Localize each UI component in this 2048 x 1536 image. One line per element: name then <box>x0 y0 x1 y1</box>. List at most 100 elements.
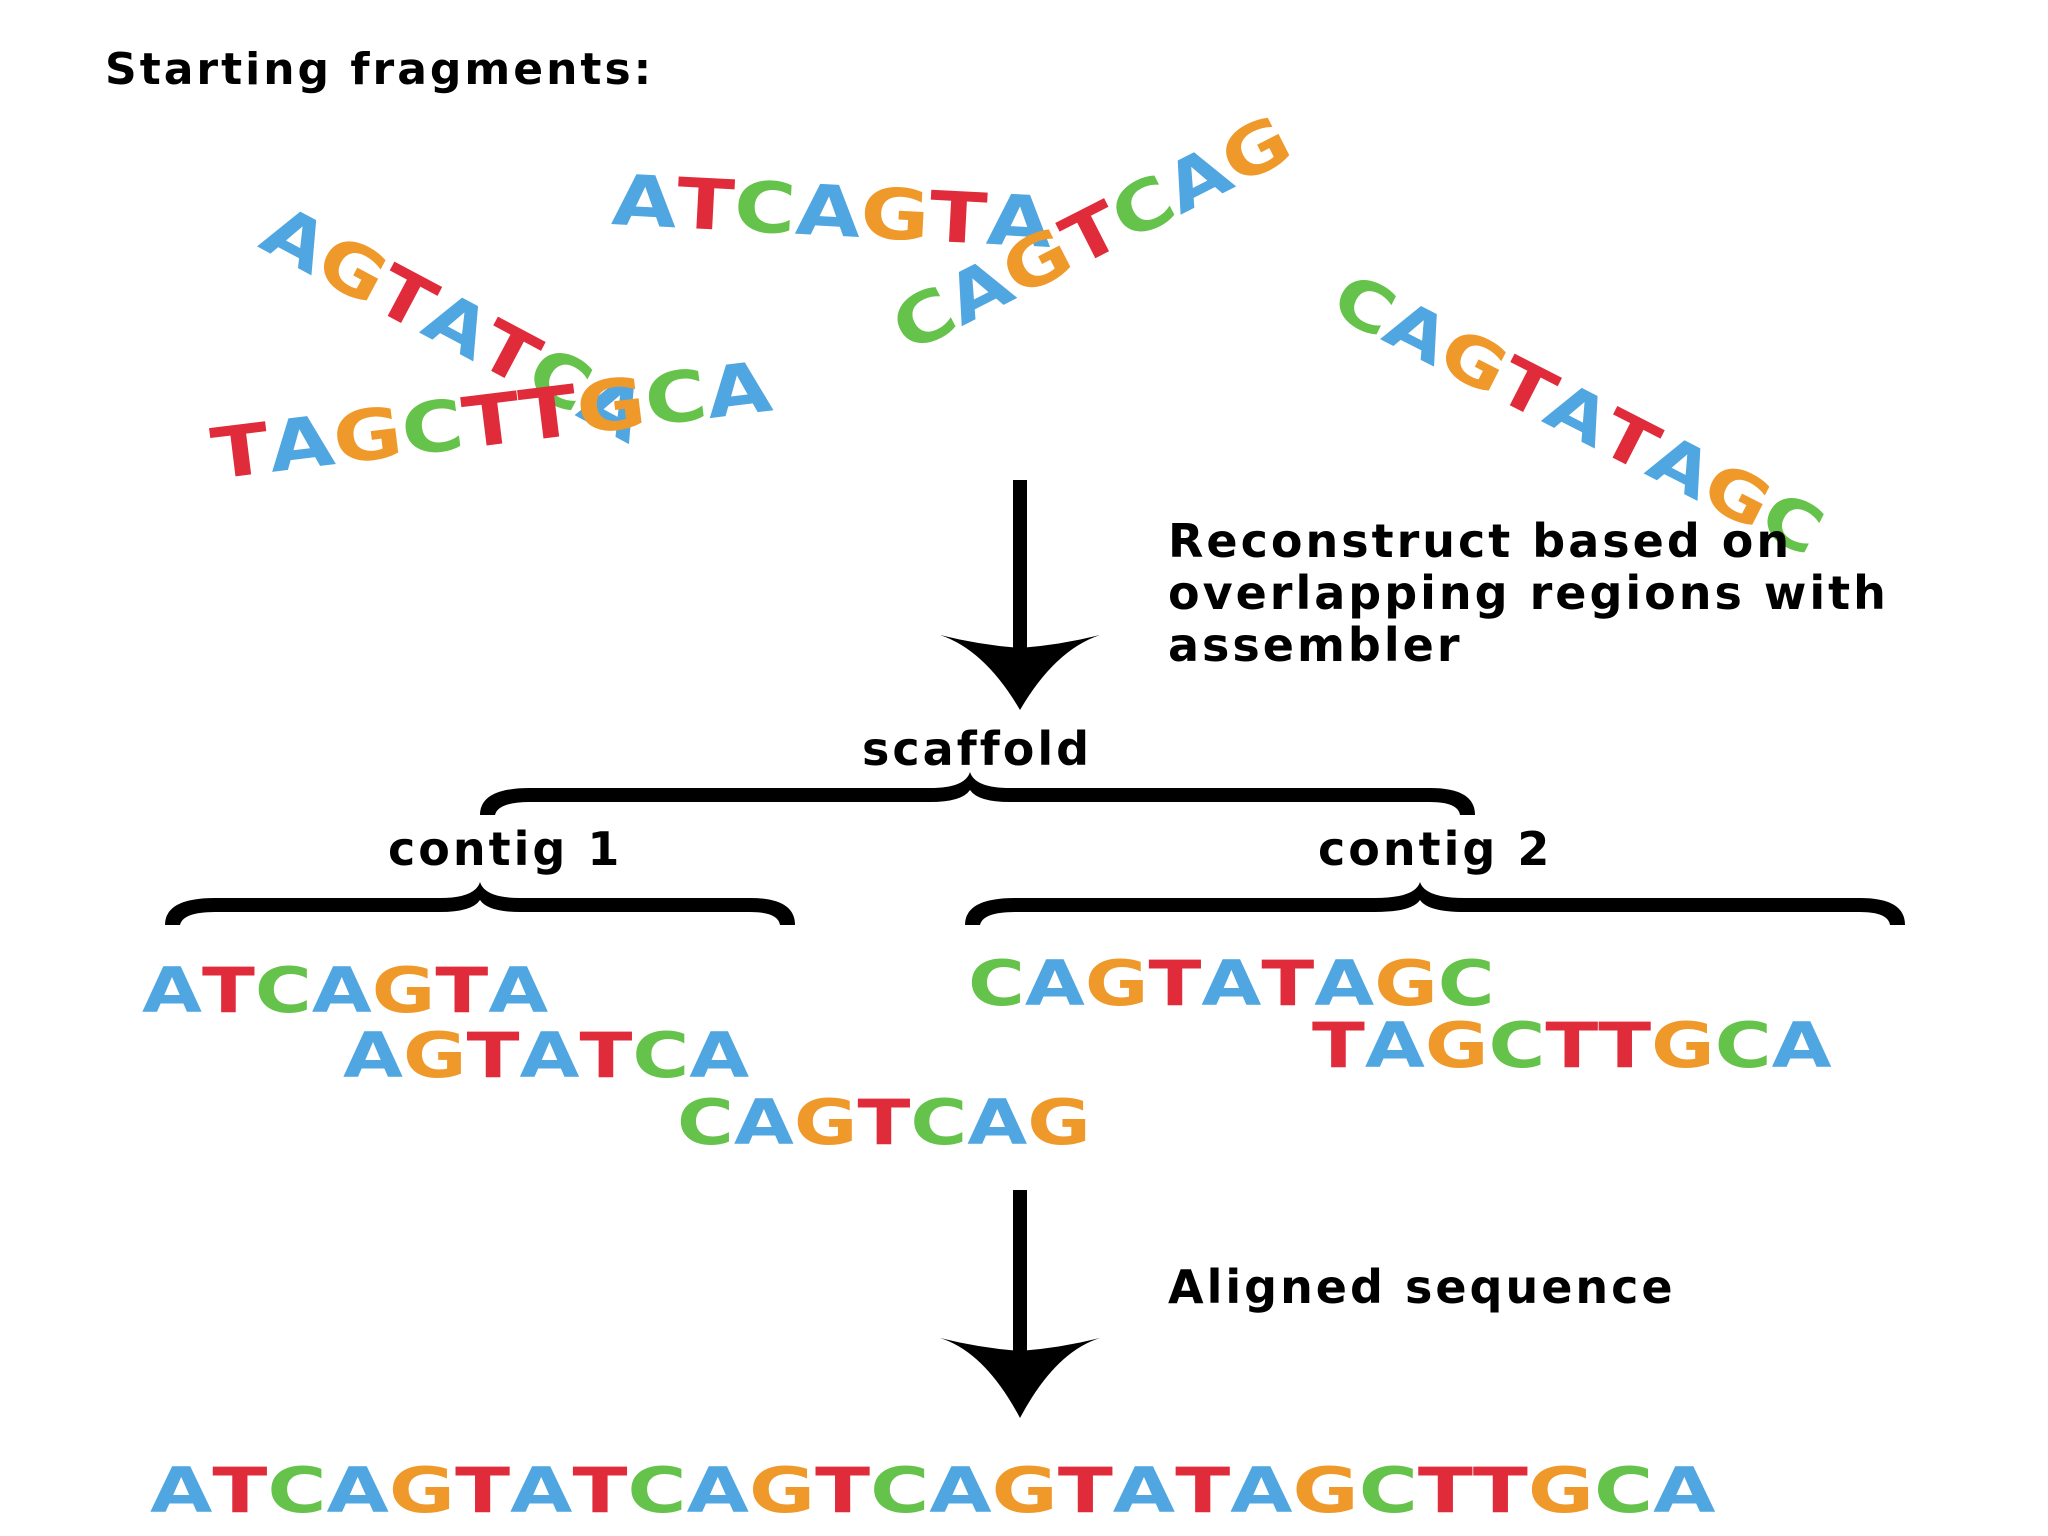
contig2-read: CAGTATAGC <box>968 953 1495 1015</box>
base-g: G <box>991 1454 1058 1527</box>
base-a: A <box>701 345 776 435</box>
base-g: G <box>1374 947 1438 1020</box>
base-c: C <box>627 1454 687 1527</box>
base-a: A <box>733 1086 794 1159</box>
base-c: C <box>1594 1454 1654 1527</box>
base-g: G <box>371 954 436 1027</box>
contig1-read: ATCAGTA <box>142 960 548 1022</box>
base-c: C <box>640 353 712 443</box>
base-a: A <box>1112 1454 1176 1527</box>
base-c: C <box>910 1086 968 1159</box>
base-c: C <box>396 383 469 473</box>
base-a: A <box>609 159 680 245</box>
base-g: G <box>793 1086 858 1159</box>
base-c: C <box>1714 1009 1772 1082</box>
base-c: C <box>870 1454 930 1527</box>
contig2-read: TAGCTTGCA <box>1312 1015 1832 1077</box>
base-a: A <box>1201 947 1262 1020</box>
title: Starting fragments: <box>105 44 655 95</box>
base-t: T <box>1545 1009 1599 1082</box>
aligned-sequence: ATCAGTATCAGTCAGTATAGCTTGCA <box>150 1460 1716 1522</box>
base-c: C <box>254 954 312 1027</box>
scaffold-label: scaffold <box>862 722 1093 776</box>
base-a: A <box>519 1019 580 1092</box>
base-a: A <box>311 954 372 1027</box>
base-t: T <box>1175 1454 1231 1527</box>
base-a: A <box>326 1454 389 1527</box>
base-c: C <box>1437 947 1495 1020</box>
base-t: T <box>579 1019 633 1092</box>
base-g: G <box>328 390 407 481</box>
step1-label-line2: overlapping regions with <box>1168 566 1889 620</box>
contig1-label: contig 1 <box>388 822 623 876</box>
base-g: G <box>1424 1009 1489 1082</box>
base-g: G <box>748 1454 816 1527</box>
base-c: C <box>632 1019 690 1092</box>
base-t: T <box>455 1454 511 1527</box>
contig2-label: contig 2 <box>1318 822 1553 876</box>
base-t: T <box>514 369 582 458</box>
base-t: T <box>927 175 989 261</box>
step2-label: Aligned sequence <box>1168 1260 1676 1314</box>
base-c: C <box>1488 1009 1546 1082</box>
contig2-brace <box>965 882 1905 925</box>
base-a: A <box>488 954 549 1027</box>
base-a: A <box>1771 1009 1832 1082</box>
base-c: C <box>1358 1454 1418 1527</box>
arrow-down-icon <box>940 1190 1100 1418</box>
base-a: A <box>142 954 202 1027</box>
base-a: A <box>263 399 339 489</box>
base-a: A <box>686 1454 749 1527</box>
base-g: G <box>1084 947 1149 1020</box>
step1-label: Reconstruct based on overlapping regions… <box>1168 515 1889 671</box>
contig1-brace <box>165 882 795 925</box>
base-t: T <box>1057 1454 1113 1527</box>
base-a: A <box>510 1454 573 1527</box>
base-g: G <box>1027 1086 1091 1159</box>
base-a: A <box>689 1019 750 1092</box>
base-t: T <box>201 954 255 1027</box>
base-a: A <box>343 1019 403 1092</box>
base-t: T <box>815 1454 871 1527</box>
base-t: T <box>466 1019 520 1092</box>
base-t: T <box>1417 1454 1473 1527</box>
base-t: T <box>1148 947 1202 1020</box>
base-t: T <box>1472 1454 1528 1527</box>
arrow-down-icon <box>940 480 1100 710</box>
base-a: A <box>1230 1454 1293 1527</box>
base-t: T <box>1312 1009 1365 1082</box>
base-a: A <box>1024 947 1085 1020</box>
base-a: A <box>150 1454 213 1527</box>
base-g: G <box>1292 1454 1359 1527</box>
base-t: T <box>458 376 525 465</box>
base-t: T <box>212 1454 268 1527</box>
base-t: T <box>572 1454 628 1527</box>
base-a: A <box>967 1086 1028 1159</box>
base-c: C <box>677 1086 734 1159</box>
scaffold-brace <box>480 772 1475 815</box>
base-t: T <box>674 162 737 248</box>
base-g: G <box>858 172 932 258</box>
base-a: A <box>1364 1009 1425 1082</box>
base-g: G <box>388 1454 456 1527</box>
base-t: T <box>435 954 489 1027</box>
base-c: C <box>267 1454 327 1527</box>
base-t: T <box>207 407 274 496</box>
base-c: C <box>732 165 798 251</box>
step1-label-line3: assembler <box>1168 618 1463 672</box>
base-t: T <box>1598 1009 1652 1082</box>
base-g: G <box>1651 1009 1715 1082</box>
base-t: T <box>857 1086 911 1159</box>
base-a: A <box>793 168 863 254</box>
base-t: T <box>1261 947 1315 1020</box>
contig1-read: AGTATCA <box>343 1025 749 1087</box>
base-g: G <box>1527 1454 1595 1527</box>
base-a: A <box>1653 1454 1716 1527</box>
base-a: A <box>1314 947 1375 1020</box>
base-a: A <box>929 1454 992 1527</box>
base-g: G <box>571 361 651 451</box>
contig1-read: CAGTCAG <box>677 1092 1091 1154</box>
base-c: C <box>968 947 1025 1020</box>
